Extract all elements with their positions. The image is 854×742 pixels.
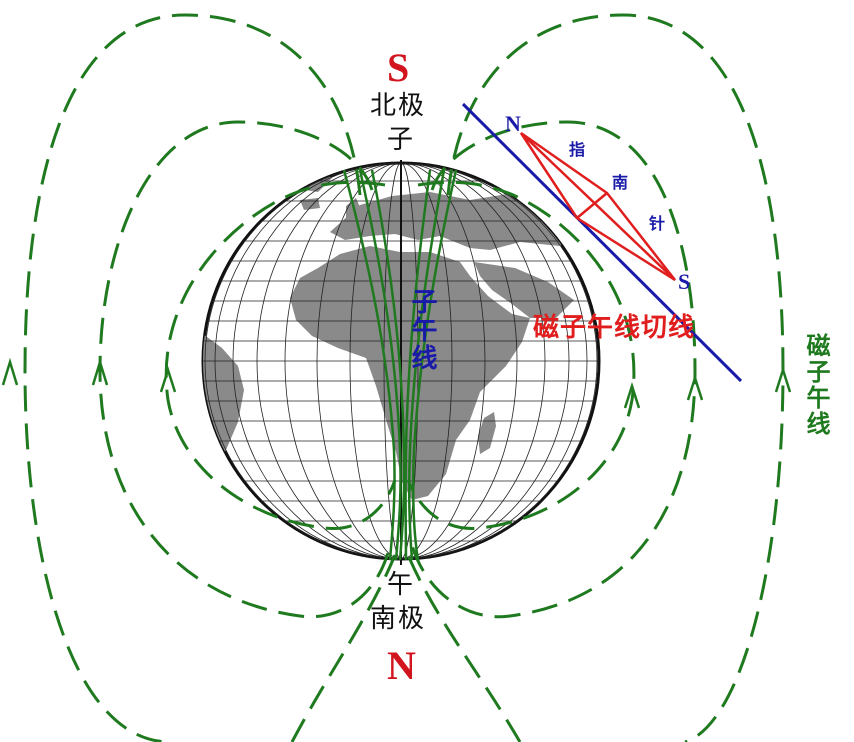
bottom-wu-label: 午 <box>387 570 416 600</box>
field-line-outer-right <box>446 13 785 742</box>
meridian-on-globe-label: 子午线 <box>407 288 437 372</box>
top-zi-label: 子 <box>387 125 416 155</box>
arrow-mid-right <box>686 373 704 401</box>
field-line-mid-left <box>98 120 392 619</box>
field-line-bottom-left <box>290 554 397 742</box>
arrow-outer-right <box>774 365 792 393</box>
compass-needle <box>519 131 676 282</box>
needle-axis <box>520 132 676 281</box>
arrow-inner-left <box>159 365 177 393</box>
field-lines <box>23 13 785 742</box>
field-arrows <box>1 357 792 409</box>
needle-crossbar <box>576 192 608 219</box>
arrow-mid-left <box>91 357 109 386</box>
needle-zhen-char: 针 <box>649 214 666 233</box>
needle-n-label: N <box>505 111 521 136</box>
field-line-inner-left <box>164 180 397 530</box>
south-pole-label: 南极 <box>370 604 427 634</box>
bottom-pole-letter: N <box>387 643 416 688</box>
meridian-field-bundle <box>342 169 458 561</box>
magnetic-meridian-label: 磁子午线 <box>802 333 831 437</box>
tangent-line-label: 磁子午线切线 <box>533 313 696 343</box>
north-pole-label: 北极 <box>370 91 427 121</box>
top-pole-letter: S <box>387 45 410 90</box>
needle-s-label: S <box>678 269 691 294</box>
field-line-mid-right <box>410 120 697 619</box>
needle-nan-char: 南 <box>612 173 629 192</box>
field-line-inner-right <box>406 180 636 530</box>
field-line-outer-left <box>23 13 362 742</box>
field-line-bottom-right <box>406 554 522 742</box>
arrow-inner-right <box>623 381 641 409</box>
needle-zhi-char: 指 <box>569 140 586 159</box>
tangent-line <box>461 102 743 383</box>
arrow-outer-left <box>1 357 19 386</box>
